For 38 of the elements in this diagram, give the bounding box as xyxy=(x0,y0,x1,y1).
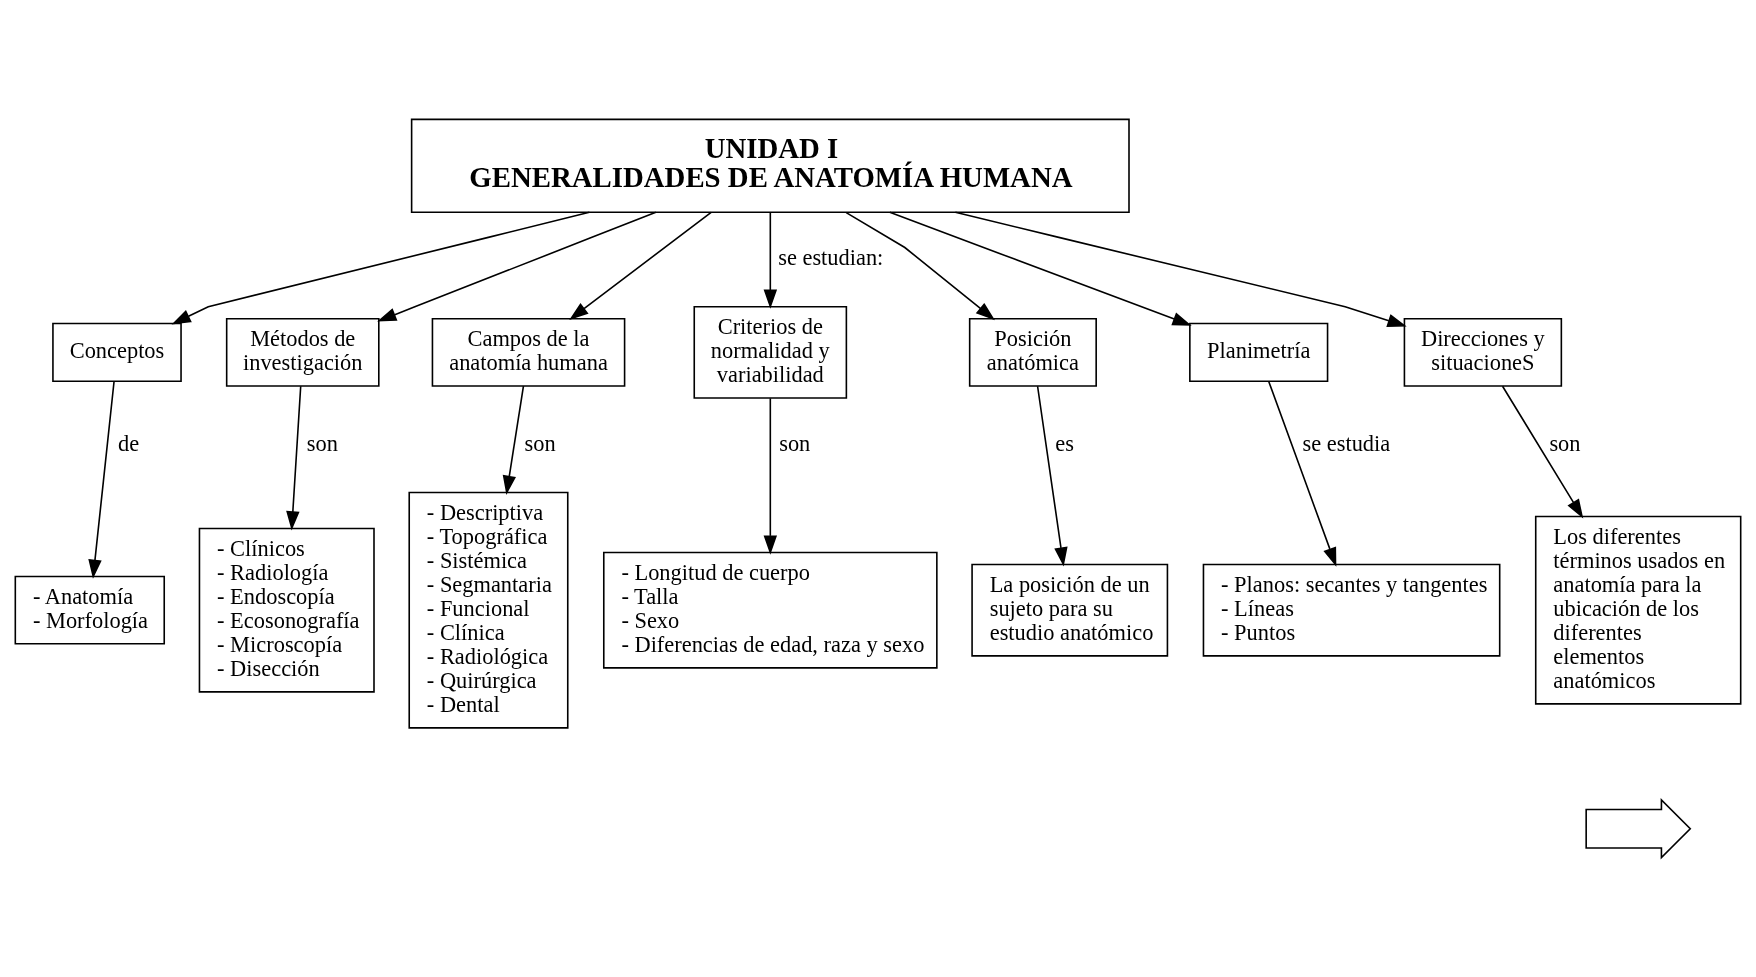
edge-label: se estudia xyxy=(1302,431,1391,457)
arrow xyxy=(763,397,778,555)
edge-label: son xyxy=(524,431,556,457)
arrow xyxy=(569,211,712,320)
edge-label: es xyxy=(1055,431,1074,457)
node-box: Campos de la anatomía humana xyxy=(431,317,626,387)
node-box: UNIDAD I GENERALIDADES DE ANATOMÍA HUMANA xyxy=(410,118,1130,214)
arrow xyxy=(889,211,1192,326)
node-box: Criterios de normalidad y variabilidad xyxy=(693,305,848,399)
edge-label: se estudian: xyxy=(778,245,884,271)
arrow xyxy=(171,211,591,325)
arrow xyxy=(845,211,995,321)
arrow xyxy=(286,385,302,531)
node-box: - Longitud de cuerpo - Talla - Sexo - Diferencias de edad, raza y sexo xyxy=(603,551,938,669)
arrow xyxy=(377,211,657,322)
node-box: - Planos: secantes y tangentes - Líneas - Puntos xyxy=(1202,563,1501,657)
node-box: - Descriptiva - Topográfica - Sistémica - Segmantaria - Funcional - Clínica - Radiológica - Quirúrgica - Dental xyxy=(408,491,569,729)
node-box: Los diferentes términos usados en anatomía para la ubicación de los diferentes elementos anatómicos xyxy=(1534,515,1742,705)
node-box: Direcciones y situacioneS xyxy=(1403,317,1563,387)
node-box: - Anatomía - Morfología xyxy=(14,575,166,645)
edge-label: de xyxy=(118,431,140,457)
edge-label: son xyxy=(779,431,811,457)
arrow xyxy=(1036,385,1068,567)
node-box: - Clínicos - Radiología - Endoscopía - Ecosonografía - Microscopía - Disección xyxy=(198,527,375,693)
edge-label: son xyxy=(306,431,338,457)
arrow xyxy=(954,211,1407,327)
node-box: La posición de un sujeto para su estudio anatómico xyxy=(971,563,1169,657)
node-box: Conceptos xyxy=(52,322,182,382)
node-box: Planimetría xyxy=(1189,322,1329,382)
arrow xyxy=(1501,385,1584,519)
arrow xyxy=(763,211,778,309)
node-box: Posición anatómica xyxy=(968,317,1097,387)
arrow xyxy=(502,385,525,495)
arrow xyxy=(88,380,115,579)
arrow xyxy=(1267,380,1337,567)
node-box: Métodos de investigación xyxy=(225,317,380,387)
edge-label: son xyxy=(1549,431,1581,457)
node-arrow xyxy=(1585,798,1692,860)
